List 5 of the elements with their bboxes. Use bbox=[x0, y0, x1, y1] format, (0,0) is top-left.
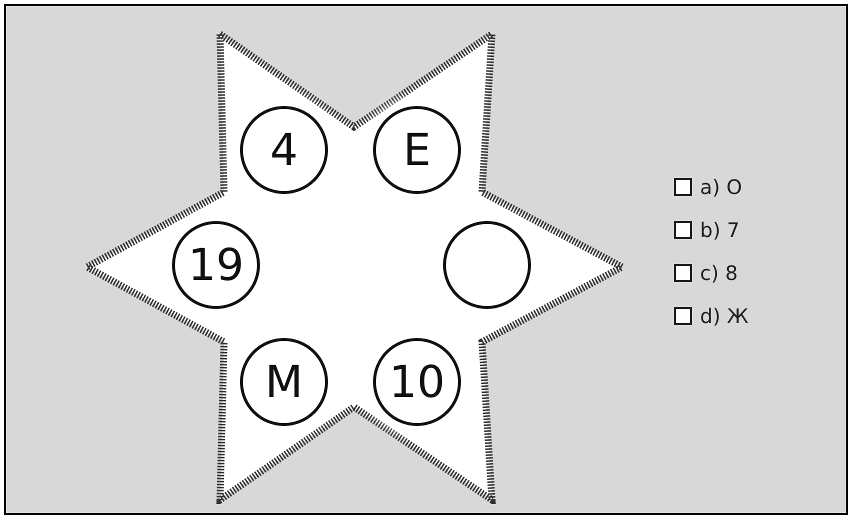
star-shape bbox=[84, 30, 624, 504]
answer-option: d) Ж bbox=[700, 304, 748, 328]
answer-option: b) 7 bbox=[700, 218, 740, 242]
answer-option: a) O bbox=[700, 175, 742, 199]
answer-option: c) 8 bbox=[700, 261, 738, 285]
